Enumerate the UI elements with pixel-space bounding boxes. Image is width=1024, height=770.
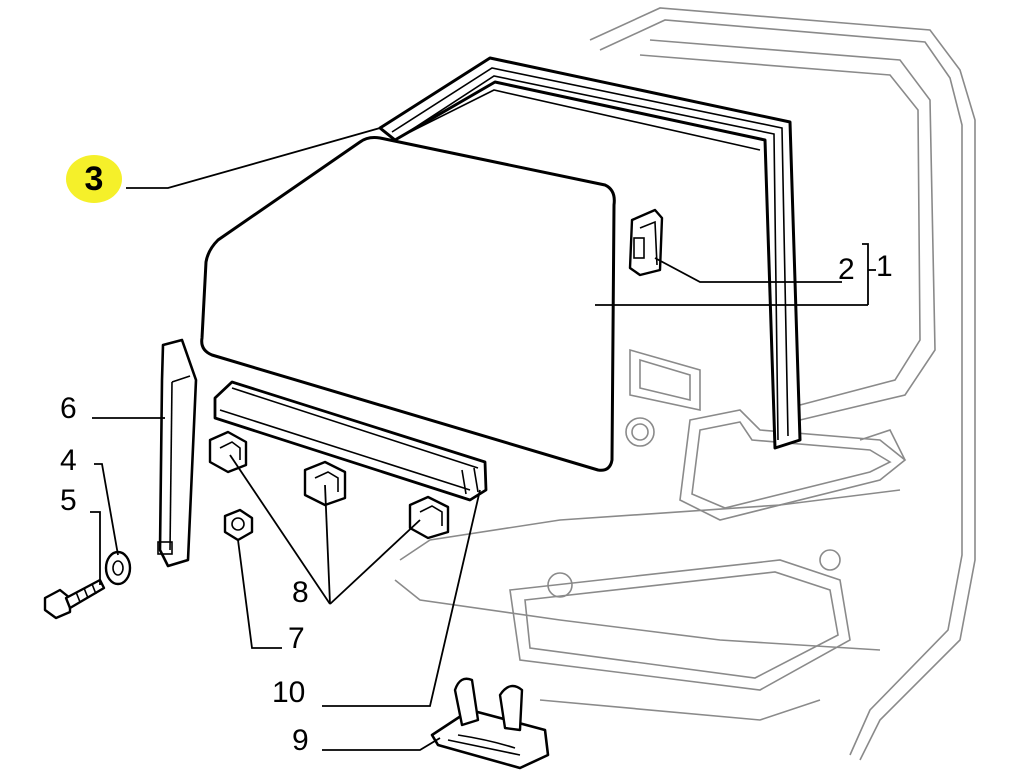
callout-3-highlight[interactable]: 3 — [66, 155, 122, 203]
callout-7[interactable]: 7 — [288, 622, 305, 655]
door-frame-background — [394, 7, 976, 761]
door-glass — [200, 136, 616, 472]
callout-3: 3 — [84, 159, 104, 198]
callout-4[interactable]: 4 — [60, 444, 77, 477]
guide-rail — [157, 338, 198, 568]
regulator-bracket — [430, 677, 550, 770]
glass-channel — [213, 380, 488, 502]
callout-9[interactable]: 9 — [292, 724, 309, 757]
callout-1[interactable]: 1 — [876, 250, 893, 283]
glass-clip — [628, 208, 664, 277]
callout-2[interactable]: 2 — [838, 253, 855, 286]
bolt — [43, 578, 106, 620]
callout-6[interactable]: 6 — [60, 392, 77, 425]
washer — [104, 550, 132, 586]
callout-8[interactable]: 8 — [292, 576, 309, 609]
nut — [223, 508, 254, 542]
callout-10[interactable]: 10 — [272, 676, 306, 709]
callout-5[interactable]: 5 — [60, 484, 77, 517]
channel-clips — [208, 430, 450, 540]
leader-lines — [90, 127, 876, 751]
